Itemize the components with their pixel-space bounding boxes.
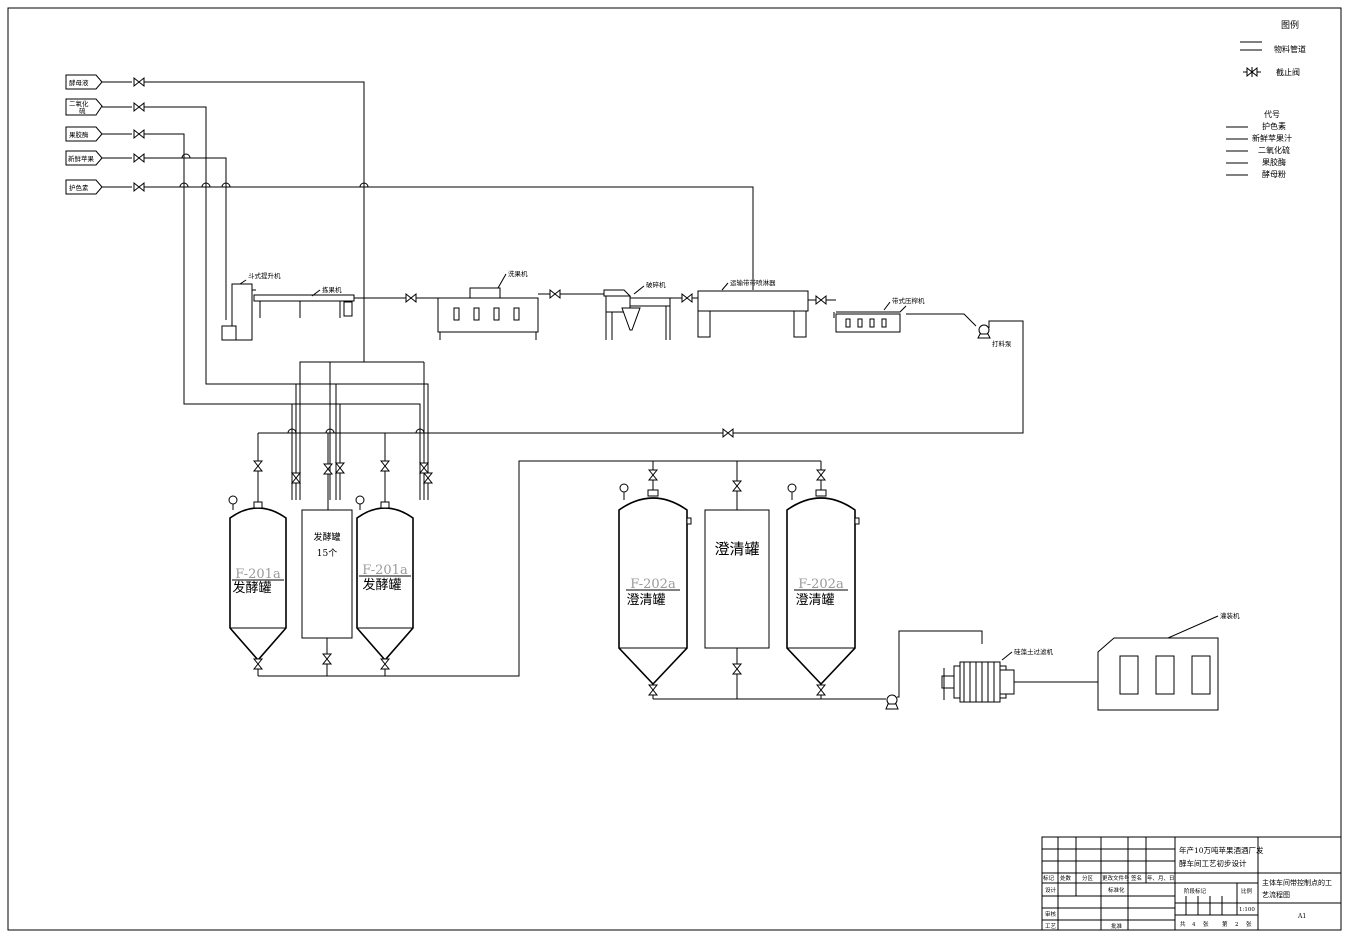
svg-text:2: 2 xyxy=(1235,922,1239,928)
input-so2: 二氧化 硫 xyxy=(65,98,132,116)
svg-text:1:100: 1:100 xyxy=(1239,907,1255,913)
svg-text:4: 4 xyxy=(1192,922,1196,928)
svg-text:工艺: 工艺 xyxy=(1045,923,1057,930)
svg-text:标记: 标记 xyxy=(1043,874,1055,882)
belt-press: 带式压榨机 xyxy=(833,296,925,333)
svg-text:共: 共 xyxy=(1180,920,1186,928)
clarification-tank-a: F-202a 澄清罐 xyxy=(618,483,692,686)
filling-machine: 灌装机 xyxy=(1097,611,1240,711)
tank-code: F-201a xyxy=(362,563,408,578)
svg-text:签名: 签名 xyxy=(1131,874,1142,882)
svg-text:更改文件号: 更改文件号 xyxy=(1102,874,1130,882)
svg-text:酵车间工艺初步设计: 酵车间工艺初步设计 xyxy=(1179,858,1247,868)
svg-text:果胶酶: 果胶酶 xyxy=(69,130,89,139)
fermentation-tank-center: 发酵罐 15个 xyxy=(301,509,353,639)
code-item: 果胶酶 xyxy=(1262,157,1286,167)
input-pipes xyxy=(144,81,754,500)
tank-code: F-202a xyxy=(630,577,676,592)
fermentation-tank-a: F-201a 发酵罐 xyxy=(228,495,287,662)
svg-text:批准: 批准 xyxy=(1111,922,1123,930)
svg-text:处数: 处数 xyxy=(1060,874,1072,882)
drawing-frame xyxy=(7,7,1342,931)
fruit-sorter: 拣果机 xyxy=(253,285,355,318)
clarification-tank-center: 澄清罐 xyxy=(704,509,770,649)
title-block: 年产10万吨苹果酒酒厂发 酵车间工艺初步设计 主体车间带控制点的工 艺流程图 标… xyxy=(1041,836,1342,931)
input-valve xyxy=(133,102,145,112)
svg-text:护色素: 护色素 xyxy=(69,183,89,192)
legend-pipe-label: 物料管道 xyxy=(1274,44,1306,54)
svg-text:艺流程图: 艺流程图 xyxy=(1262,890,1290,899)
legend: 图例 物料管道 截止阀 xyxy=(1240,19,1306,78)
input-flags: 酵母液 二氧化 硫 果胶酶 新鲜苹果 护色素 xyxy=(65,74,132,195)
svg-text:打料泵: 打料泵 xyxy=(992,339,1012,348)
svg-text:硅藻土过滤机: 硅藻土过滤机 xyxy=(1014,647,1054,656)
input-valve xyxy=(133,182,145,192)
clarification-tank-b: F-202a 澄清罐 xyxy=(786,483,860,686)
svg-text:带式压榨机: 带式压榨机 xyxy=(892,296,925,305)
crusher: 破碎机 xyxy=(603,280,671,340)
tank-code: F-202a xyxy=(798,577,844,592)
washer: 洗果机 xyxy=(437,269,539,340)
code-item: 护色素 xyxy=(1262,121,1286,131)
filter-feed-pump xyxy=(885,694,899,710)
tank-name: 澄清罐 xyxy=(626,593,665,608)
svg-text:新鲜苹果: 新鲜苹果 xyxy=(68,154,95,163)
diatomite-filter: 硅藻土过滤机 xyxy=(941,647,1054,703)
svg-text:第: 第 xyxy=(1222,920,1228,928)
svg-text:主体车间带控制点的工: 主体车间带控制点的工 xyxy=(1262,878,1332,887)
input-valve xyxy=(133,153,145,163)
svg-text:洗果机: 洗果机 xyxy=(508,269,528,278)
tank-name: 澄清罐 xyxy=(795,593,834,608)
svg-text:标准化: 标准化 xyxy=(1108,886,1125,894)
input-pectinase: 果胶酶 xyxy=(65,126,132,142)
svg-text:张: 张 xyxy=(1203,920,1209,928)
svg-text:A1: A1 xyxy=(1297,913,1306,920)
tank-name: 发酵罐 xyxy=(232,580,271,596)
input-valve xyxy=(133,129,145,139)
svg-text:破碎机: 破碎机 xyxy=(646,280,666,289)
svg-text:运输带带喷淋器: 运输带带喷淋器 xyxy=(730,278,776,287)
svg-text:张: 张 xyxy=(1246,920,1252,928)
svg-text:阶段标记: 阶段标记 xyxy=(1184,887,1207,895)
code-list: 代号 护色素 新鲜苹果汁 二氧化硫 果胶酶 酵母粉 xyxy=(1226,109,1292,179)
code-item: 二氧化硫 xyxy=(1258,145,1290,155)
input-fresh-apple: 新鲜苹果 xyxy=(65,150,132,166)
tank-code: F-201a xyxy=(235,567,281,582)
bucket-elevator: 斗式提升机 xyxy=(221,271,281,341)
code-title: 代号 xyxy=(1264,109,1280,119)
globe-valve-icon xyxy=(1243,66,1261,78)
svg-text:发酵罐: 发酵罐 xyxy=(313,531,340,543)
conveyor-sprayer: 运输带带喷淋器 xyxy=(697,278,809,338)
svg-text:酵母液: 酵母液 xyxy=(69,78,89,87)
input-valve xyxy=(133,77,145,87)
svg-text:澄清罐: 澄清罐 xyxy=(714,540,759,558)
svg-text:审核: 审核 xyxy=(1045,910,1057,918)
legend-valve-label: 截止阀 xyxy=(1276,67,1300,77)
svg-text:拣果机: 拣果机 xyxy=(322,285,342,294)
tank-name: 发酵罐 xyxy=(362,577,401,593)
svg-text:15个: 15个 xyxy=(317,548,337,559)
transfer-pump: 打料泵 xyxy=(977,324,1012,348)
svg-text:灌装机: 灌装机 xyxy=(1220,611,1240,620)
fermentation-tank-b: F-201a 发酵罐 xyxy=(355,495,414,662)
svg-text:分区: 分区 xyxy=(1082,874,1094,882)
input-color-protector: 护色素 xyxy=(65,179,132,195)
svg-text:年产10万吨苹果酒酒厂发: 年产10万吨苹果酒酒厂发 xyxy=(1179,845,1264,855)
legend-title: 图例 xyxy=(1281,19,1299,31)
code-item: 酵母粉 xyxy=(1262,169,1286,179)
svg-text:比例: 比例 xyxy=(1241,887,1253,895)
svg-text:硫: 硫 xyxy=(79,106,86,115)
code-item: 新鲜苹果汁 xyxy=(1252,133,1292,143)
input-yeast: 酵母液 xyxy=(65,74,132,90)
svg-text:斗式提升机: 斗式提升机 xyxy=(248,271,281,280)
svg-text:二氧化: 二氧化 xyxy=(69,99,89,108)
svg-text:年、月、日: 年、月、日 xyxy=(1147,874,1175,882)
svg-text:设计: 设计 xyxy=(1045,886,1057,894)
